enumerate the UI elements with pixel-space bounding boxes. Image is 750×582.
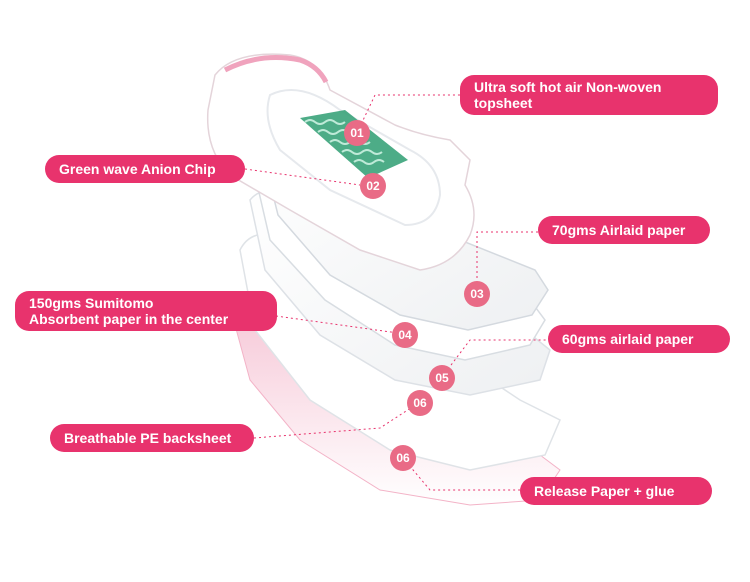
callout-anion-chip: Green wave Anion Chip bbox=[45, 155, 245, 183]
marker-03: 03 bbox=[464, 281, 490, 307]
leader-lines bbox=[244, 94, 550, 491]
callout-topsheet: Ultra soft hot air Non-woven topsheet bbox=[460, 75, 718, 115]
marker-06b: 06 bbox=[390, 445, 416, 471]
callout-sumitomo-line1: 150gms Sumitomo bbox=[29, 295, 154, 311]
callout-sumitomo-line2: Absorbent paper in the center bbox=[29, 311, 229, 327]
callout-airlaid-70-text: 70gms Airlaid paper bbox=[552, 222, 686, 238]
callout-release-paper: Release Paper + glue bbox=[520, 477, 712, 505]
topsheet-inner-channel bbox=[266, 89, 442, 227]
topsheet-layer bbox=[206, 53, 475, 271]
marker-04: 04 bbox=[392, 322, 418, 348]
callout-airlaid-60: 60gms airlaid paper bbox=[548, 325, 730, 353]
callout-airlaid-70: 70gms Airlaid paper bbox=[538, 216, 710, 244]
callout-anion-chip-text: Green wave Anion Chip bbox=[59, 161, 216, 177]
marker-02: 02 bbox=[360, 173, 386, 199]
callout-topsheet-line2: topsheet bbox=[474, 95, 533, 111]
marker-05: 05 bbox=[429, 365, 455, 391]
marker-01: 01 bbox=[344, 120, 370, 146]
marker-06a: 06 bbox=[407, 390, 433, 416]
topsheet-pink-edge bbox=[223, 55, 329, 84]
callout-release-paper-text: Release Paper + glue bbox=[534, 483, 675, 499]
callout-sumitomo: 150gms Sumitomo Absorbent paper in the c… bbox=[15, 291, 277, 331]
callout-airlaid-60-text: 60gms airlaid paper bbox=[562, 331, 694, 347]
callout-backsheet-text: Breathable PE backsheet bbox=[64, 430, 232, 446]
callout-backsheet: Breathable PE backsheet bbox=[50, 424, 254, 452]
callout-topsheet-line1: Ultra soft hot air Non-woven bbox=[474, 79, 662, 95]
